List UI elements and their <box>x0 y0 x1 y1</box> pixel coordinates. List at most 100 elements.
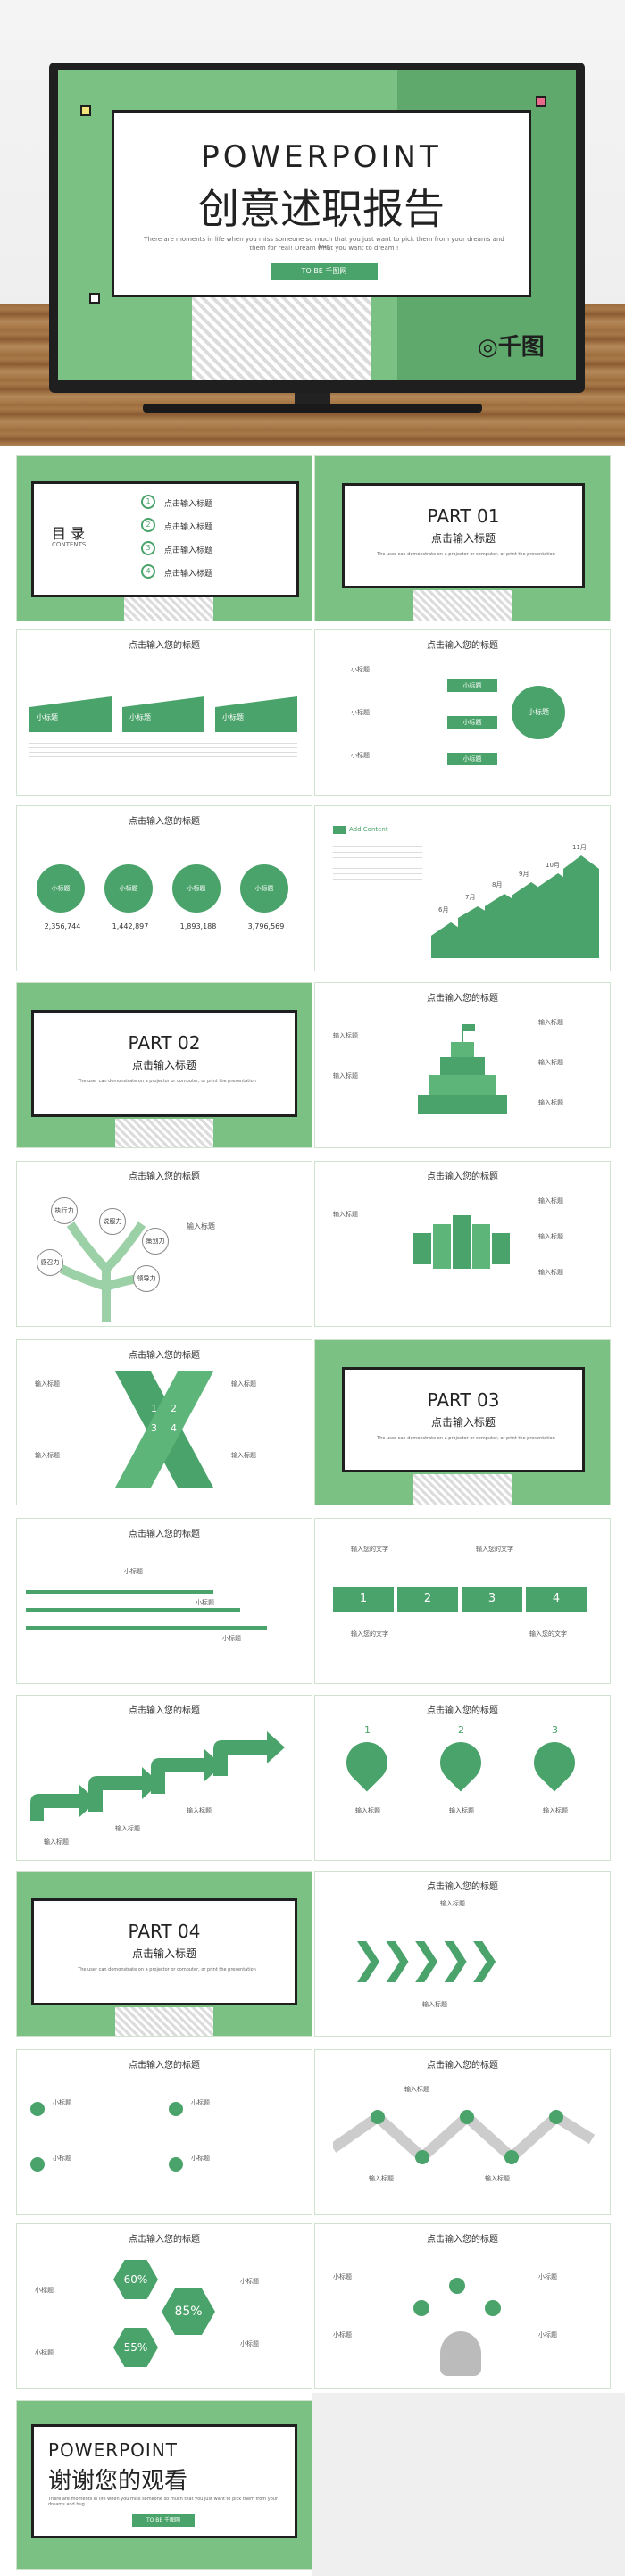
end-title-cn: 谢谢您的观看 <box>48 2468 188 2495</box>
input-title: 输入标题 <box>422 2001 447 2008</box>
part-desc: The user can demonstrate on a projector … <box>78 1967 256 1972</box>
bar-mark <box>563 855 599 958</box>
slide-title: 点击输入您的标题 <box>427 1172 498 1182</box>
toc-item[interactable]: 3 点击输入标题 <box>141 541 284 564</box>
input-title: 输入标题 <box>333 1032 358 1039</box>
slide-bar-chart: Add Content 6月 7月 8月 9月 10月 11月 <box>314 805 611 971</box>
cover-logo: ◎千图 <box>478 329 545 362</box>
cover-title-en: POWERPOINT <box>201 139 442 175</box>
monitor-stand <box>295 393 330 404</box>
step-box: 3 <box>462 1587 522 1612</box>
add-content-marker <box>333 826 346 834</box>
small-title: 小标题 <box>333 2273 352 2280</box>
part-panel: PART 02 点击输入标题 The user can demonstrate … <box>31 1010 297 1117</box>
input-title: 输入标题 <box>538 1233 563 1240</box>
slide-title: 点击输入您的标题 <box>129 1706 200 1716</box>
pill-label: 小标题 <box>447 716 497 729</box>
slide-zigzag: 点击输入您的标题 输入标题 输入标题 输入标题 <box>314 2049 611 2215</box>
stat-value: 3,796,569 <box>247 922 285 930</box>
bar-label: 9月 <box>519 871 529 878</box>
toc-num: 2 <box>141 518 155 532</box>
small-title: 小标题 <box>53 2099 71 2106</box>
slide-small-titles: 点击输入您的标题 小标题 小标题 小标题 小标题 小标题 小标题 小标题 <box>314 629 611 796</box>
part-number: PART 01 <box>427 505 500 527</box>
slide-title: 点击输入您的标题 <box>129 1530 200 1539</box>
deco-square <box>89 293 100 304</box>
toc-item[interactable]: 1 点击输入标题 <box>141 495 284 518</box>
part-desc: The user can demonstrate on a projector … <box>377 1436 555 1441</box>
toc-num: 1 <box>141 495 155 509</box>
slide-title: 点击输入您的标题 <box>129 1351 200 1361</box>
list-icon <box>169 2157 183 2172</box>
small-title: 小标题 <box>35 2287 54 2294</box>
slide-steps: 输入您的文字 输入您的文字 1 2 3 4 输入您的文字 输入您的文字 <box>314 1518 611 1684</box>
tree-graphic <box>59 1221 152 1322</box>
arrows-graphic <box>30 1731 285 1821</box>
pin-marker <box>525 1733 584 1792</box>
input-title: 输入标题 <box>333 1211 358 1218</box>
bubble-icon <box>449 2278 465 2294</box>
slide-chevrons: 点击输入您的标题 ❯❯❯❯❯ 输入标题 输入标题 <box>314 1871 611 2037</box>
input-text: 输入您的文字 <box>351 1630 388 1638</box>
text-lines <box>29 739 297 757</box>
input-title: 输入标题 <box>538 1269 563 1276</box>
part-panel: PART 01 点击输入标题 The user can demonstrate … <box>342 483 585 588</box>
small-title: 小标题 <box>191 2155 210 2162</box>
check-icon <box>485 2300 501 2316</box>
small-title: 小标题 <box>222 1635 241 1642</box>
x-num: 3 <box>151 1422 157 1434</box>
line-bar <box>26 1590 213 1594</box>
x-num: 2 <box>171 1403 177 1414</box>
hexagon: 55% <box>113 2328 158 2367</box>
slide-title: 点击输入您的标题 <box>427 1882 498 1892</box>
toc-item-label: 点击输入标题 <box>164 546 213 555</box>
x-graphic <box>115 1371 213 1488</box>
small-title: 小标题 <box>35 2349 54 2356</box>
slide-title: 点击输入您的标题 <box>427 2235 498 2245</box>
slide-three-cards: 点击输入您的标题 小标题 小标题 小标题 <box>16 629 312 796</box>
step-box: 2 <box>397 1587 458 1612</box>
input-title: 输入标题 <box>231 1380 256 1388</box>
stat-circle: 小标题 <box>37 864 85 913</box>
bar-label: 11月 <box>572 844 587 851</box>
slide-hexagons: 点击输入您的标题 60% 55% 85% 小标题 小标题 小标题 小标题 <box>16 2223 312 2389</box>
toc-title: 目 录 <box>52 525 86 542</box>
cover-title-cn: 创意述职报告 <box>198 185 445 233</box>
small-title: 小标题 <box>351 709 370 716</box>
step-box: 1 <box>333 1587 394 1612</box>
grid-patch <box>115 2007 213 2036</box>
pyramid-graphic <box>418 1024 507 1114</box>
slide-title: 点击输入您的标题 <box>427 641 498 651</box>
toc-item-label: 点击输入标题 <box>164 500 213 509</box>
part-title: 点击输入标题 <box>430 532 496 545</box>
slide-pins: 点击输入您的标题 1 2 3 输入标题 输入标题 输入标题 <box>314 1695 611 1861</box>
pin-num: 3 <box>552 1724 558 1736</box>
slide-person: 点击输入您的标题 小标题 小标题 小标题 小标题 <box>314 2223 611 2389</box>
slide-lines: 点击输入您的标题 小标题 小标题 小标题 <box>16 1518 312 1684</box>
slide-title: 点击输入您的标题 <box>129 817 200 827</box>
logo-q-icon: ◎ <box>478 334 498 361</box>
grid-patch <box>124 597 213 621</box>
cover-subtitle-2: them for real! Dream what you want to dr… <box>249 245 399 252</box>
stat-circle: 小标题 <box>172 864 221 913</box>
card-title: 小标题 <box>129 713 151 721</box>
grid-patch <box>413 1474 512 1505</box>
zigzag-graphic <box>333 2109 596 2165</box>
toc-item-label: 点击输入标题 <box>164 570 213 579</box>
input-title: 输入标题 <box>115 1825 140 1832</box>
input-text: 输入您的文字 <box>476 1546 513 1553</box>
monitor: POWERPOINT 创意述职报告 There are moments in l… <box>49 63 585 393</box>
input-title: 输入标题 <box>187 1222 215 1230</box>
slide-title: 点击输入您的标题 <box>427 1706 498 1716</box>
stat-value: 1,442,897 <box>112 922 149 930</box>
pin-marker <box>338 1733 396 1792</box>
slide-part04: PART 04 点击输入标题 The user can demonstrate … <box>16 1871 312 2037</box>
step-box: 4 <box>526 1587 587 1612</box>
text-lines <box>333 844 422 880</box>
slide-icon-list: 点击输入您的标题 小标题 小标题 小标题 小标题 <box>16 2049 312 2215</box>
slide-pyramid: 点击输入您的标题 输入标题 输入标题 输入标题 输入标题 输入标题 <box>314 982 611 1148</box>
toc-num: 3 <box>141 541 155 555</box>
